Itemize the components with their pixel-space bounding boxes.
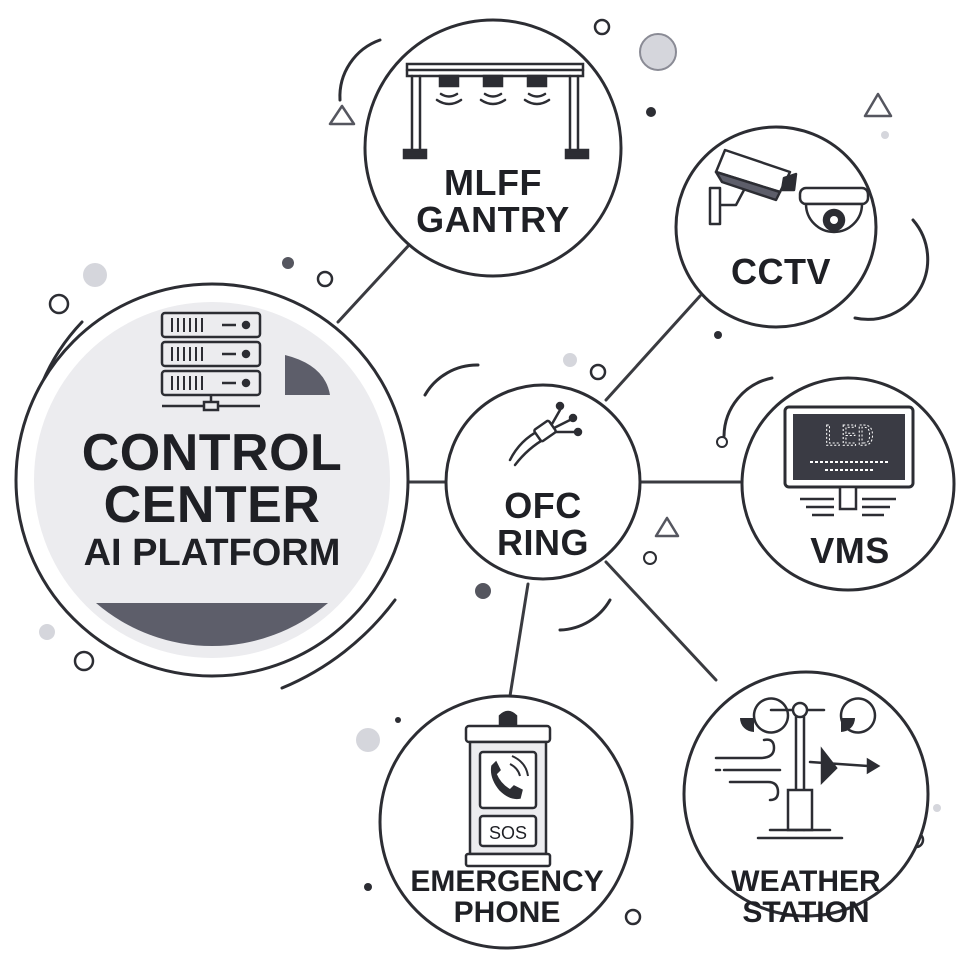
weather-station-label-line1: WEATHER <box>731 865 881 898</box>
control-center-title-line1: CONTROL <box>82 424 343 482</box>
weather-station-node: WEATHER STATION <box>682 670 930 929</box>
connector-hub-cctv <box>604 294 702 402</box>
control-center-title-line2: CENTER <box>104 476 321 534</box>
connector-hub-phone <box>508 582 530 698</box>
dome-camera-icon <box>798 186 870 234</box>
connectors <box>336 242 742 698</box>
weather-station-label-line2: STATION <box>742 896 869 929</box>
cctv-camera-icon <box>708 148 798 226</box>
mlff-gantry-label-line1: MLFF <box>444 162 542 203</box>
mlff-gantry-label-line2: GANTRY <box>416 199 570 240</box>
ofc-ring-label-line1: OFC <box>504 485 582 526</box>
emergency-phone-label-line1: EMERGENCY <box>410 865 603 898</box>
server-rack-icon <box>160 311 262 412</box>
emergency-phone-label-line2: PHONE <box>454 896 561 929</box>
sos-text: SOS <box>489 823 527 843</box>
ofc-ring-node: OFC RING <box>444 383 642 581</box>
led-sign-icon: LED <box>783 405 915 517</box>
control-center-node: CONTROL CENTER AI PLATFORM <box>14 282 410 678</box>
control-center-subtitle: AI PLATFORM <box>84 532 341 574</box>
vms-node: LED VMS <box>740 376 956 592</box>
sos-phone-icon <box>464 710 552 868</box>
mlff-gantry-node: MLFF GANTRY <box>363 18 623 278</box>
vms-sign-text: LED <box>824 419 875 452</box>
cctv-label: CCTV <box>731 251 831 292</box>
ofc-ring-label-line2: RING <box>497 522 589 563</box>
anemometer-icon <box>714 697 881 840</box>
control-center-accent-top <box>285 355 330 395</box>
vms-label: VMS <box>810 530 890 571</box>
connector-center-gantry <box>336 242 412 324</box>
decorative-arcs <box>34 38 930 690</box>
cctv-node: CCTV <box>674 125 878 329</box>
toll-gantry-icon <box>402 62 590 160</box>
control-center-accent-bottom <box>96 603 328 646</box>
fiber-optic-cable-icon <box>508 401 583 467</box>
connector-hub-weather <box>604 560 718 682</box>
emergency-phone-node: SOS EMERGENCY PHONE <box>378 694 634 950</box>
